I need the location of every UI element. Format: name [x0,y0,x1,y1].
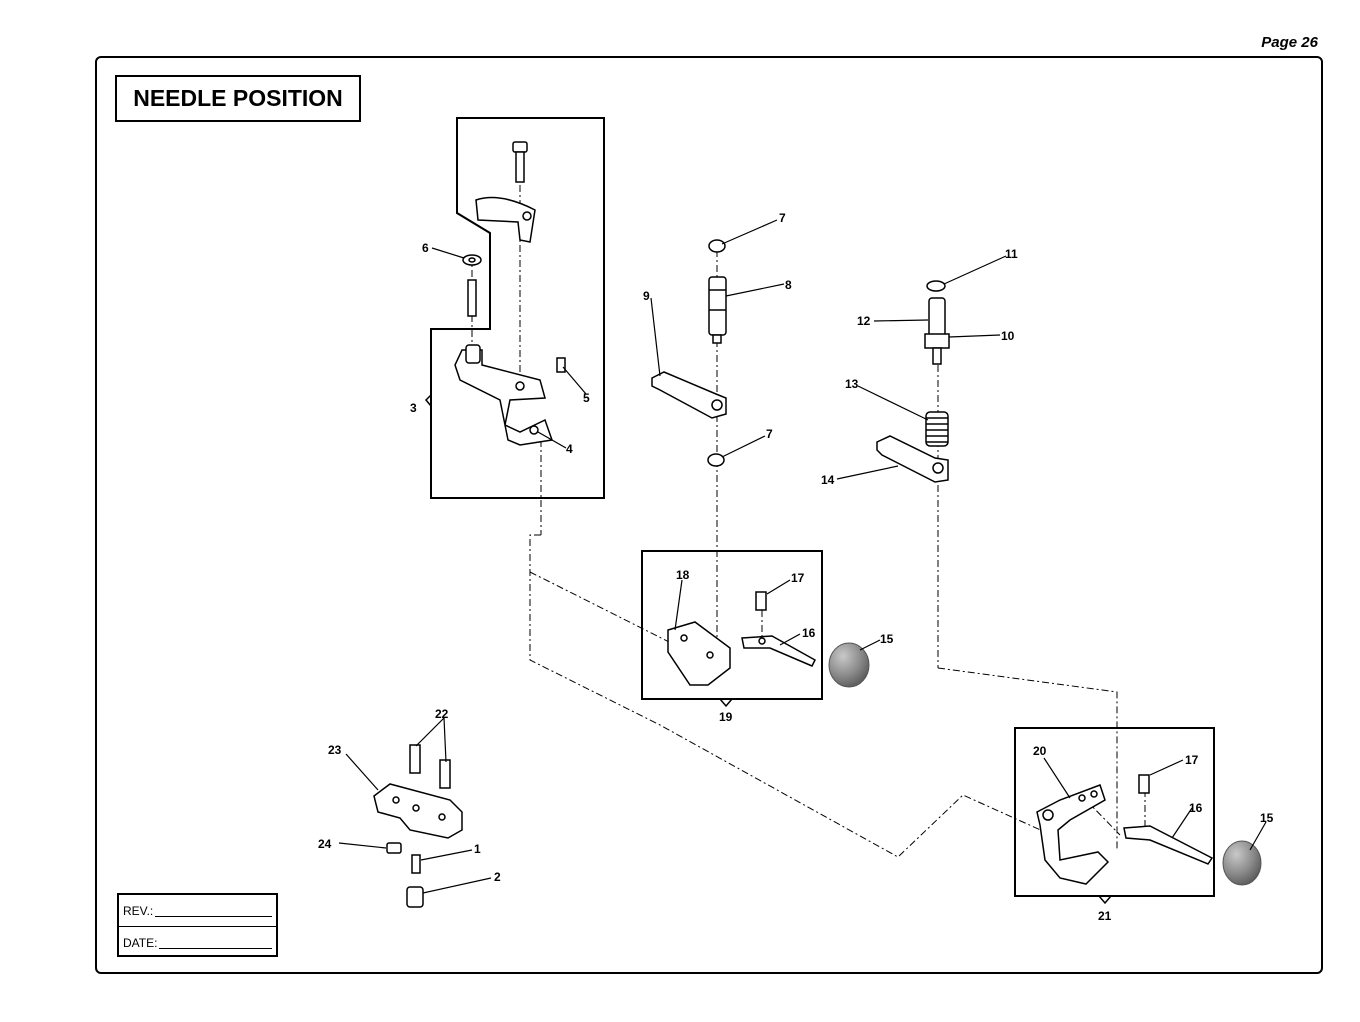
nut-24 [386,842,402,854]
callout-10: 10 [1001,329,1015,343]
knob-15-b [1222,840,1262,886]
diagram-frame [95,56,1323,974]
callout-16-b: 16 [1189,801,1203,815]
nut-2 [406,886,424,908]
stud-12 [928,297,946,339]
pin-1 [411,854,421,874]
callout-17-a: 17 [791,571,805,585]
shoulder-screw [512,141,528,153]
callout-24: 24 [318,837,332,851]
link-parts [651,239,727,467]
callout-8: 8 [785,278,792,292]
revision-box: REV.: DATE: [117,893,278,957]
callout-4: 4 [566,442,573,456]
screw-17-b [1138,774,1150,794]
screw-17-a [755,591,767,611]
date-field-line [159,936,272,949]
washer-11 [926,280,946,292]
collar-10 [924,333,950,349]
link-16-a [741,635,816,667]
bracket-20 [1036,784,1110,885]
screw-22-b [439,759,451,789]
date-row: DATE: [119,926,276,958]
plate-18 [667,621,731,686]
knob-15-a [828,642,870,688]
callout-22: 22 [435,707,449,721]
link-16-b [1123,825,1214,865]
callout-9: 9 [643,289,650,303]
group-21-box [1014,727,1215,897]
rev-row: REV.: [119,895,276,926]
date-label: DATE: [123,935,158,950]
spring-13 [925,411,949,447]
callout-13: 13 [845,377,859,391]
rev-label: REV.: [123,903,154,918]
group-3-parts [454,141,566,446]
callout-12: 12 [857,314,871,328]
callout-18: 18 [676,568,690,582]
callout-19: 19 [719,710,733,724]
callout-2: 2 [494,870,501,884]
callout-6: 6 [422,241,429,255]
page-title: NEEDLE POSITION [115,75,361,122]
rev-field-line [155,904,272,917]
callout-5: 5 [583,391,590,405]
cam-lever [475,196,536,243]
callout-14: 14 [821,473,835,487]
lever-14 [876,435,949,483]
callout-17-b: 17 [1185,753,1199,767]
pin [467,279,477,317]
group-3-box [430,117,605,499]
group-3-bracket [424,394,432,407]
nut-7-top [708,239,726,253]
small-screw-5 [556,357,566,373]
callout-21: 21 [1098,909,1112,923]
base-plate-parts [373,744,463,908]
callout-3: 3 [410,401,417,415]
callout-15-b: 15 [1260,811,1274,825]
callout-1: 1 [474,842,481,856]
callout-23: 23 [328,743,342,757]
group-19-parts [667,591,816,686]
callout-7-top: 7 [779,211,786,225]
nut-7-bottom [707,453,725,467]
arm-9 [651,371,727,419]
callout-20: 20 [1033,744,1047,758]
callout-7-bottom: 7 [766,427,773,441]
spring-lever-parts [876,280,950,483]
callout-numbers: 1 2 3 4 5 6 7 7 8 9 10 11 12 13 14 15 15… [318,211,1274,923]
callout-11: 11 [1005,247,1018,261]
group-21-parts [1036,774,1214,885]
leader-lines [338,219,1267,894]
callout-16-a: 16 [802,626,816,640]
stud-8 [708,276,727,336]
screw-22-a [409,744,421,774]
page-number: Page 26 [1261,34,1318,51]
callout-15-a: 15 [880,632,894,646]
